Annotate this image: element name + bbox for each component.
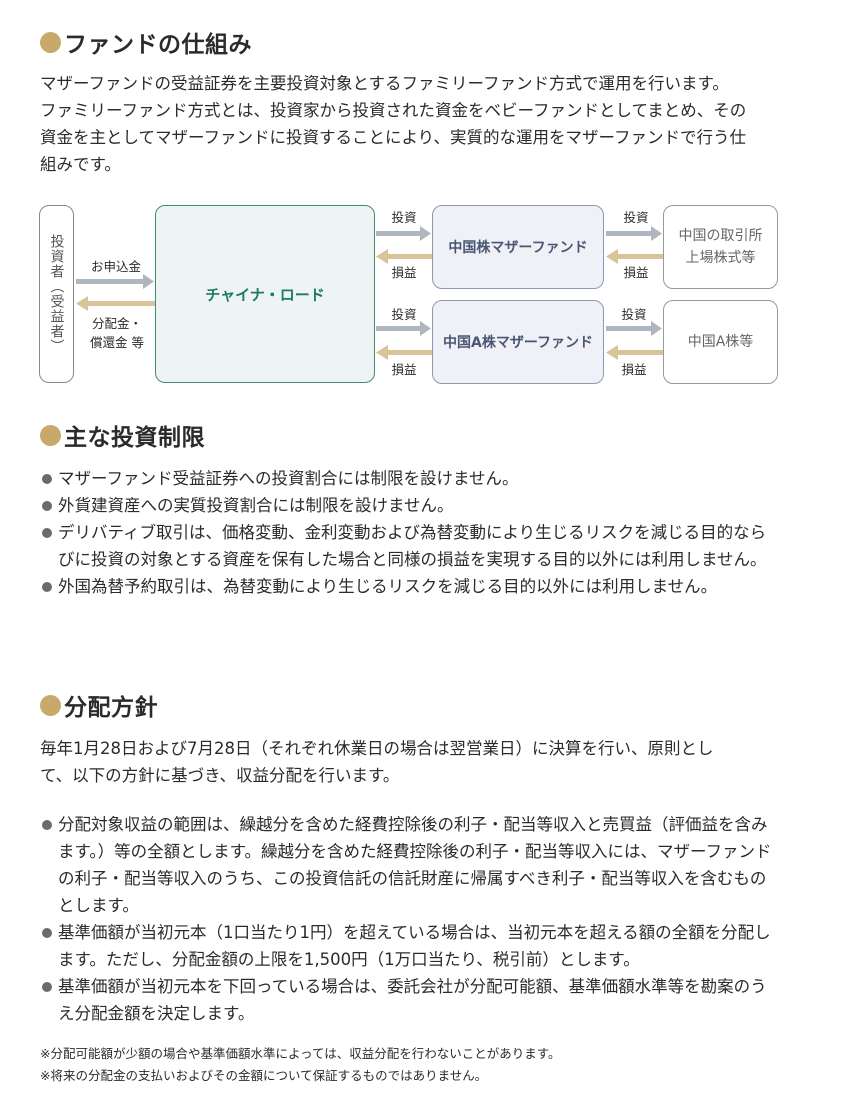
arrow-invest-mother1 [376,226,431,241]
investor-label: 投資者（受益者） [48,234,65,354]
bullet-icon [42,820,52,830]
list-item-text: 外貨建資産への実質投資割合には制限を設けません。 [58,496,454,515]
arrow-invest-target1 [606,226,662,241]
bullet-icon [42,582,52,592]
structure-intro-line: マザーファンドの受益証券を主要投資対象とするファミリーファンド方式で運用を行いま… [40,74,729,93]
mother-fund-box-2: 中国A株マザーファンド [432,300,604,384]
list-item: 外貨建資産への実質投資割合には制限を設けません。 [40,492,782,519]
list-item-text: 外国為替予約取引は、為替変動により生じるリスクを減じる目的以外には利用しません。 [58,577,718,596]
investor-box: 投資者（受益者） [39,205,74,383]
distribution-intro-line: て、以下の方針に基づき、収益分配を行います。 [40,766,400,785]
structure-intro-line: 資金を主としてマザーファンドに投資することにより、実質的な運用をマザーファンドで… [40,128,747,147]
target-label-1-line: 中国の取引所 [678,228,763,244]
list-item: 分配対象収益の範囲は、繰越分を含めた経費控除後の利子・配当等収入と売買益（評価益… [40,811,782,919]
list-item-text: デリバティブ取引は、価格変動、金利変動および為替変動により生じるリスクを減じる目… [58,523,767,569]
section-bullet-icon [40,31,61,53]
distribution-label-line: 分配金・ [91,316,142,331]
invest-label: 投資 [391,210,417,225]
distribution-label: 分配金・ 償還金 等 [80,314,154,352]
list-item: デリバティブ取引は、価格変動、金利変動および為替変動により生じるリスクを減じる目… [40,519,782,573]
bullet-icon [42,928,52,938]
note-text: ※将来の分配金の支払いおよびその金額について保証するものではありません。 [40,1068,488,1083]
distribution-intro-line: 毎年1月28日および7月28日（それぞれ休業日の場合は翌営業日）に決算を行い、原… [40,739,714,758]
section-title-distribution: 分配方針 [40,688,158,722]
invest-label: 投資 [621,307,647,322]
arrow-profit-target1 [606,249,663,264]
distribution-list: 分配対象収益の範囲は、繰越分を含めた経費控除後の利子・配当等収入と売買益（評価益… [40,811,782,1027]
arrow-invest-mother2 [376,321,431,336]
mother-fund-label-2: 中国A株マザーファンド [443,335,593,351]
arrow-subscription [76,274,154,289]
distribution-notes: ※分配可能額が少額の場合や基準価額水準によっては、収益分配を行わないことがありま… [40,1043,800,1087]
section-bullet-icon [40,424,61,446]
invest-label: 投資 [391,307,417,322]
target-label-1-line: 上場株式等 [685,250,756,266]
section-bullet-icon [40,694,61,716]
profit-loss-label: 損益 [391,265,417,280]
target-box-1: 中国の取引所 上場株式等 [663,205,778,289]
target-label-2: 中国A株等 [687,334,754,350]
note-text: ※分配可能額が少額の場合や基準価額水準によっては、収益分配を行わないことがありま… [40,1046,561,1061]
bullet-icon [42,528,52,538]
list-item: 基準価額が当初元本（1口当たり1円）を超えている場合は、当初元本を超える額の全額… [40,919,782,973]
structure-intro: マザーファンドの受益証券を主要投資対象とするファミリーファンド方式で運用を行いま… [40,70,780,178]
arrow-profit-target2 [606,345,663,360]
list-item-text: 基準価額が当初元本（1口当たり1円）を超えている場合は、当初元本を超える額の全額… [58,923,771,969]
list-item: 基準価額が当初元本を下回っている場合は、委託会社が分配可能額、基準価額水準等を勘… [40,973,782,1027]
target-box-2: 中国A株等 [663,300,778,384]
list-item: 外国為替予約取引は、為替変動により生じるリスクを減じる目的以外には利用しません。 [40,573,782,600]
main-fund-label: チャイナ・ロード [205,285,325,304]
bullet-icon [42,982,52,992]
profit-loss-label: 損益 [391,362,417,377]
section-title-structure: ファンドの仕組み [40,25,252,59]
invest-label: 投資 [623,210,649,225]
bullet-icon [42,474,52,484]
list-item-text: 分配対象収益の範囲は、繰越分を含めた経費控除後の利子・配当等収入と売買益（評価益… [58,815,772,915]
section-title-restrictions-text: 主な投資制限 [64,425,205,451]
profit-loss-label: 損益 [621,362,647,377]
mother-fund-box-1: 中国株マザーファンド [432,205,604,289]
bullet-icon [42,501,52,511]
fund-structure-diagram: 投資者（受益者） お申込金 分配金・ 償還金 等 チャイナ・ロード 投資 損益 … [0,0,844,400]
section-title-distribution-text: 分配方針 [64,695,158,721]
restrictions-list: マザーファンド受益証券への投資割合には制限を設けません。 外貨建資産への実質投資… [40,465,782,600]
target-label-1: 中国の取引所 上場株式等 [679,225,763,269]
arrow-profit-mother2 [376,345,432,360]
main-fund-box: チャイナ・ロード [155,205,375,383]
arrow-distribution [76,296,155,311]
list-item-text: 基準価額が当初元本を下回っている場合は、委託会社が分配可能額、基準価額水準等を勘… [58,977,767,1023]
section-title-structure-text: ファンドの仕組み [64,32,252,58]
mother-fund-label-1: 中国株マザーファンド [448,240,588,256]
structure-intro-line: 組みです。 [40,155,121,174]
distribution-label-line: 償還金 等 [90,335,144,350]
list-item-text: マザーファンド受益証券への投資割合には制限を設けません。 [58,469,519,488]
section-title-restrictions: 主な投資制限 [40,418,205,452]
list-item: マザーファンド受益証券への投資割合には制限を設けません。 [40,465,782,492]
arrow-profit-mother1 [376,249,432,264]
subscription-label: お申込金 [90,259,141,274]
distribution-intro: 毎年1月28日および7月28日（それぞれ休業日の場合は翌営業日）に決算を行い、原… [40,735,780,789]
arrow-invest-target2 [606,321,662,336]
structure-intro-line: ファミリーファンド方式とは、投資家から投資された資金をベビーファンドとしてまとめ… [40,101,747,120]
profit-loss-label: 損益 [623,265,649,280]
